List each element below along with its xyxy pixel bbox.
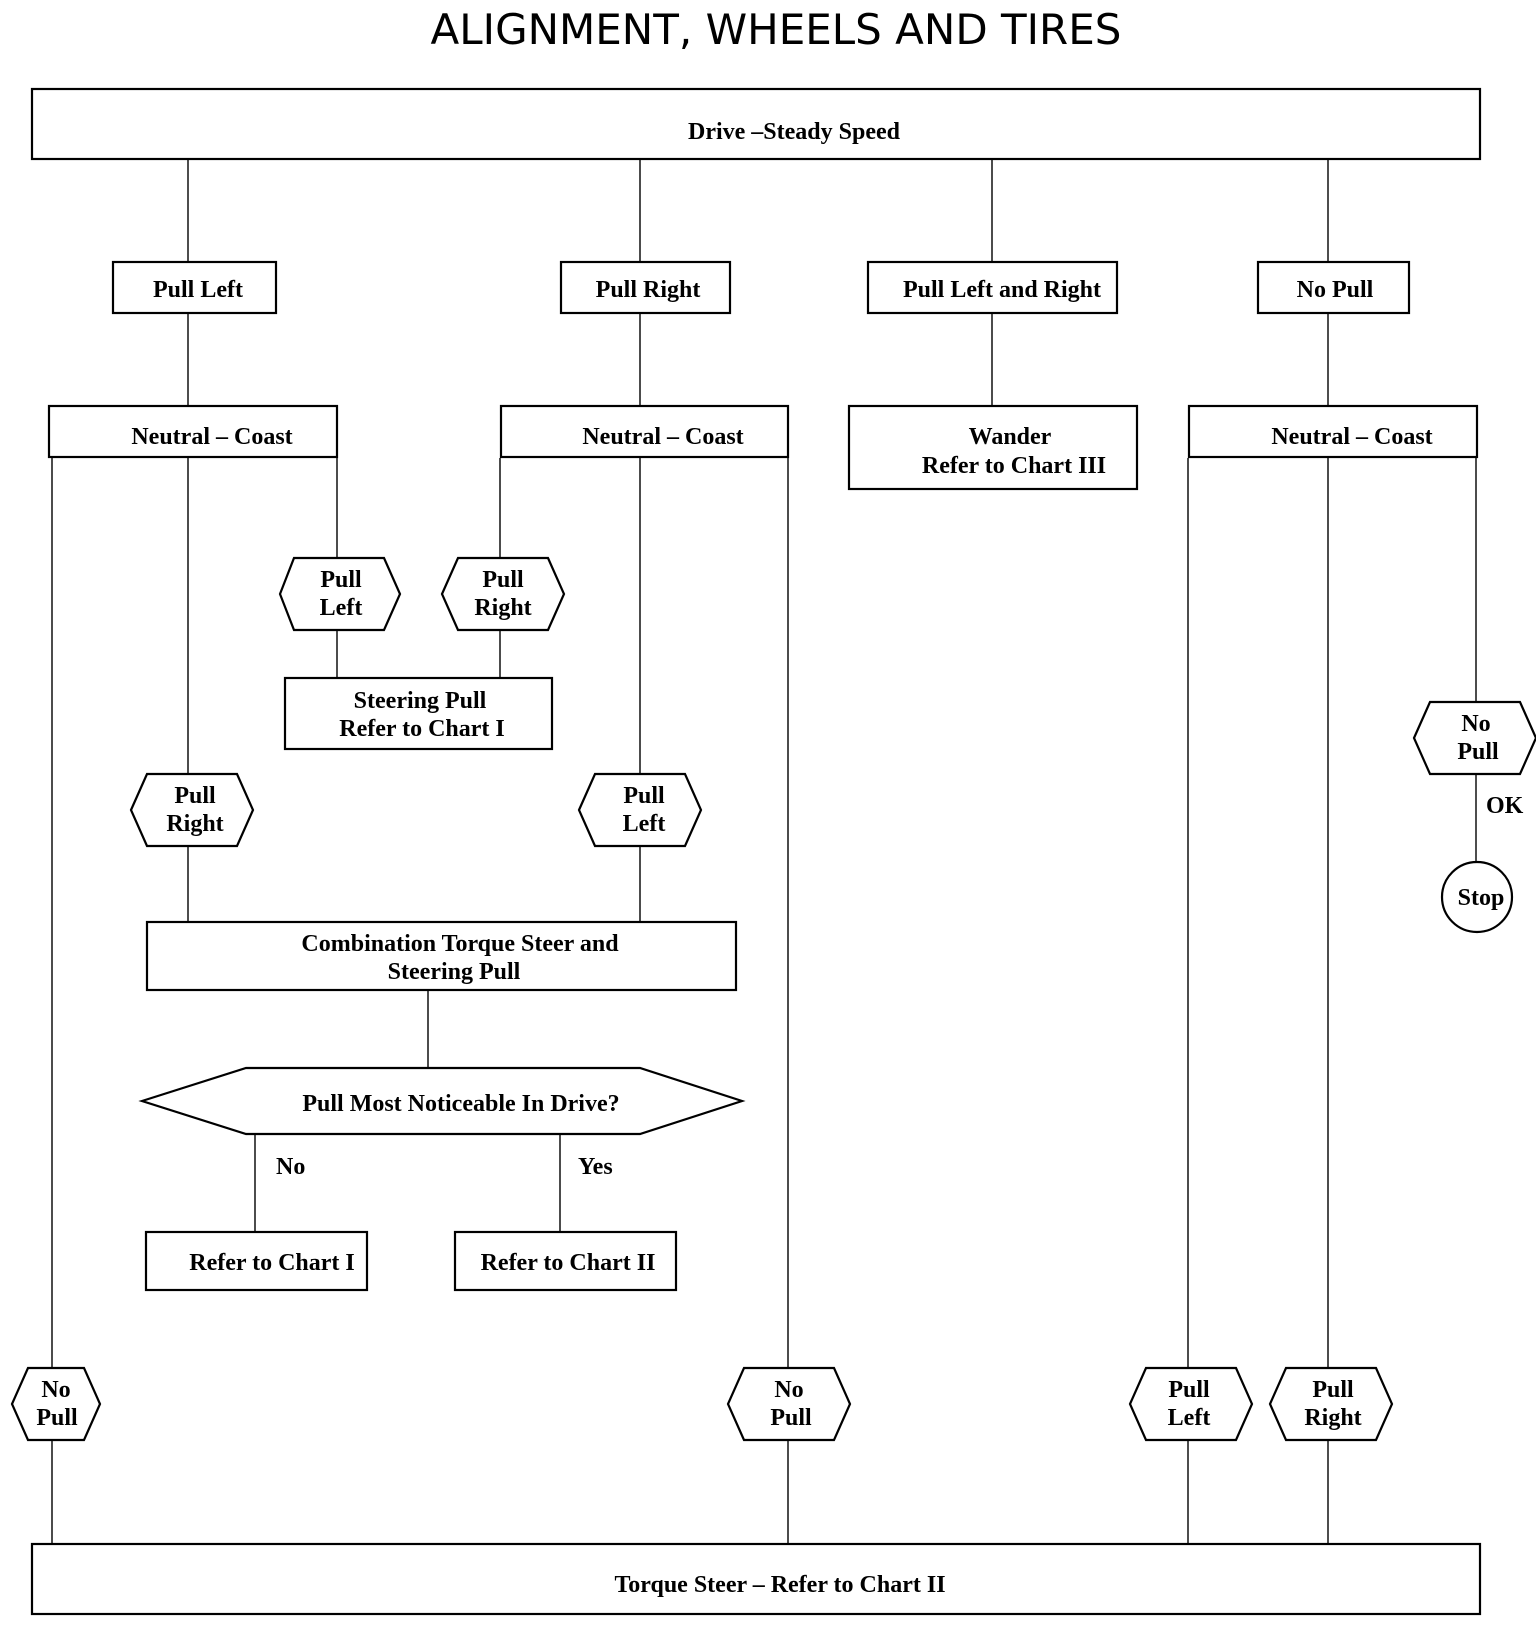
no-pull-box: No Pull bbox=[1256, 260, 1411, 315]
hex-pull-left-a: Pull Left bbox=[278, 556, 402, 632]
hex-pull-right-b: Pull Right bbox=[129, 772, 255, 848]
pull-left-label: Pull Left bbox=[153, 277, 243, 303]
hex-pull-right-c-line2: Right bbox=[1304, 1405, 1361, 1431]
drive-steady-speed-label: Drive –Steady Speed bbox=[688, 119, 901, 145]
hex-pull-right-a-line2: Right bbox=[474, 595, 531, 621]
neutral-coast-box-3: Neutral – Coast bbox=[1187, 404, 1479, 459]
neutral-coast-label-1: Neutral – Coast bbox=[131, 424, 292, 450]
hex-no-pull-ok-line1: No bbox=[1461, 711, 1490, 737]
combination-label-line2: Steering Pull bbox=[388, 959, 521, 985]
hex-pull-left-c: Pull Left bbox=[1128, 1366, 1254, 1442]
refer-chart-1-label: Refer to Chart I bbox=[189, 1250, 355, 1276]
combination-box: Combination Torque Steer and Steering Pu… bbox=[145, 920, 738, 992]
hex-pull-right-c: Pull Right bbox=[1268, 1366, 1394, 1442]
torque-steer-box: Torque Steer – Refer to Chart II bbox=[30, 1542, 1482, 1616]
hex-pull-right-b-line2: Right bbox=[166, 811, 223, 837]
pull-left-and-right-label: Pull Left and Right bbox=[903, 277, 1101, 303]
hex-no-pull-mid-line2: Pull bbox=[770, 1405, 812, 1431]
ok-label: OK bbox=[1486, 793, 1524, 819]
refer-chart-2-box: Refer to Chart II bbox=[453, 1230, 678, 1292]
combination-label-line1: Combination Torque Steer and bbox=[301, 931, 619, 957]
hex-pull-left-c-line2: Left bbox=[1168, 1405, 1211, 1431]
no-pull-label: No Pull bbox=[1297, 277, 1374, 303]
steering-pull-box: Steering Pull Refer to Chart I bbox=[283, 676, 554, 751]
hex-no-pull-left: No Pull bbox=[10, 1366, 102, 1442]
pull-right-label: Pull Right bbox=[596, 277, 701, 303]
hex-pull-right-a-line1: Pull bbox=[482, 567, 524, 593]
decision-label: Pull Most Noticeable In Drive? bbox=[302, 1091, 619, 1117]
hex-pull-left-b-line2: Left bbox=[623, 811, 666, 837]
decision-node: Pull Most Noticeable In Drive? bbox=[138, 1066, 746, 1136]
steering-pull-label: Steering Pull bbox=[354, 688, 487, 714]
torque-steer-label: Torque Steer – Refer to Chart II bbox=[614, 1572, 945, 1598]
refer-chart-2-label: Refer to Chart II bbox=[481, 1250, 656, 1276]
steering-pull-refer-label: Refer to Chart I bbox=[339, 716, 505, 742]
yes-branch-label: Yes bbox=[578, 1154, 613, 1180]
stop-label: Stop bbox=[1458, 885, 1505, 911]
hex-no-pull-mid-line1: No bbox=[774, 1377, 803, 1403]
hex-no-pull-ok-line2: Pull bbox=[1457, 739, 1499, 765]
hex-no-pull-mid: No Pull bbox=[726, 1366, 852, 1442]
neutral-coast-box-1: Neutral – Coast bbox=[47, 404, 339, 459]
hex-pull-left-a-line1: Pull bbox=[320, 567, 362, 593]
neutral-coast-label-3: Neutral – Coast bbox=[1271, 424, 1432, 450]
hex-pull-right-b-line1: Pull bbox=[174, 783, 216, 809]
wander-box: Wander Refer to Chart III bbox=[847, 404, 1139, 491]
hex-pull-left-c-line1: Pull bbox=[1168, 1377, 1210, 1403]
connector-lines bbox=[51, 160, 1477, 1544]
refer-chart-1-box: Refer to Chart I bbox=[144, 1230, 369, 1292]
no-branch-label: No bbox=[276, 1154, 305, 1180]
wander-label: Wander bbox=[969, 424, 1052, 450]
neutral-coast-label-2: Neutral – Coast bbox=[582, 424, 743, 450]
wander-refer-label: Refer to Chart III bbox=[922, 453, 1106, 479]
hex-pull-left-a-line2: Left bbox=[320, 595, 363, 621]
pull-left-and-right-box: Pull Left and Right bbox=[866, 260, 1119, 315]
hex-no-pull-left-line1: No bbox=[41, 1377, 70, 1403]
hex-pull-right-c-line1: Pull bbox=[1312, 1377, 1354, 1403]
hex-pull-right-a: Pull Right bbox=[440, 556, 566, 632]
drive-steady-speed-box: Drive –Steady Speed bbox=[30, 87, 1482, 161]
hex-pull-left-b-line1: Pull bbox=[623, 783, 665, 809]
hex-pull-left-b: Pull Left bbox=[577, 772, 703, 848]
chart-title: ALIGNMENT, WHEELS AND TIRES bbox=[431, 5, 1122, 54]
hex-no-pull-left-line2: Pull bbox=[36, 1405, 78, 1431]
neutral-coast-box-2: Neutral – Coast bbox=[499, 404, 790, 459]
stop-node: Stop bbox=[1440, 860, 1514, 934]
pull-left-box: Pull Left bbox=[111, 260, 278, 315]
hex-no-pull-ok: No Pull bbox=[1412, 700, 1536, 776]
pull-right-box: Pull Right bbox=[559, 260, 732, 315]
